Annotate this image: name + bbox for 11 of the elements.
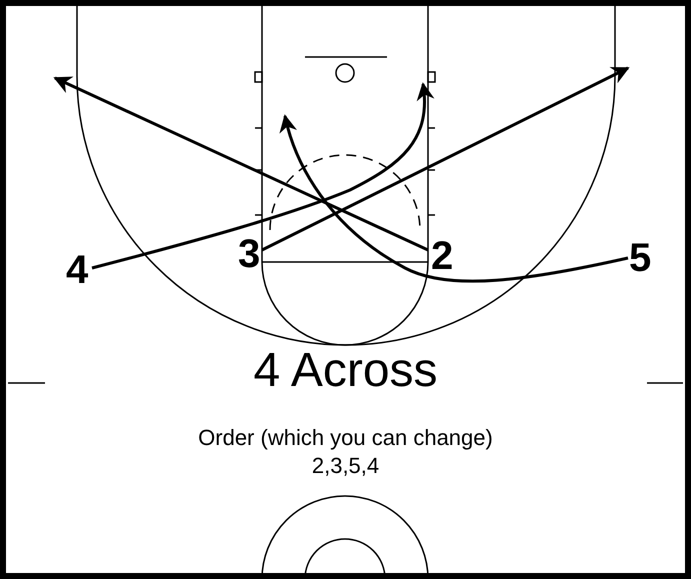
player-number: 4 (66, 252, 88, 288)
player-number: 3 (238, 236, 260, 272)
note-text: Order (which you can change) (197, 425, 494, 451)
arrow (261, 66, 630, 252)
arrow (280, 114, 628, 283)
arrow (92, 82, 434, 270)
order-text: 2,3,5,4 (310, 453, 380, 479)
player-number: 2 (431, 238, 454, 274)
arrow (53, 76, 429, 252)
player-number: 5 (629, 240, 652, 276)
diagram-title: 4 Across (252, 343, 439, 398)
